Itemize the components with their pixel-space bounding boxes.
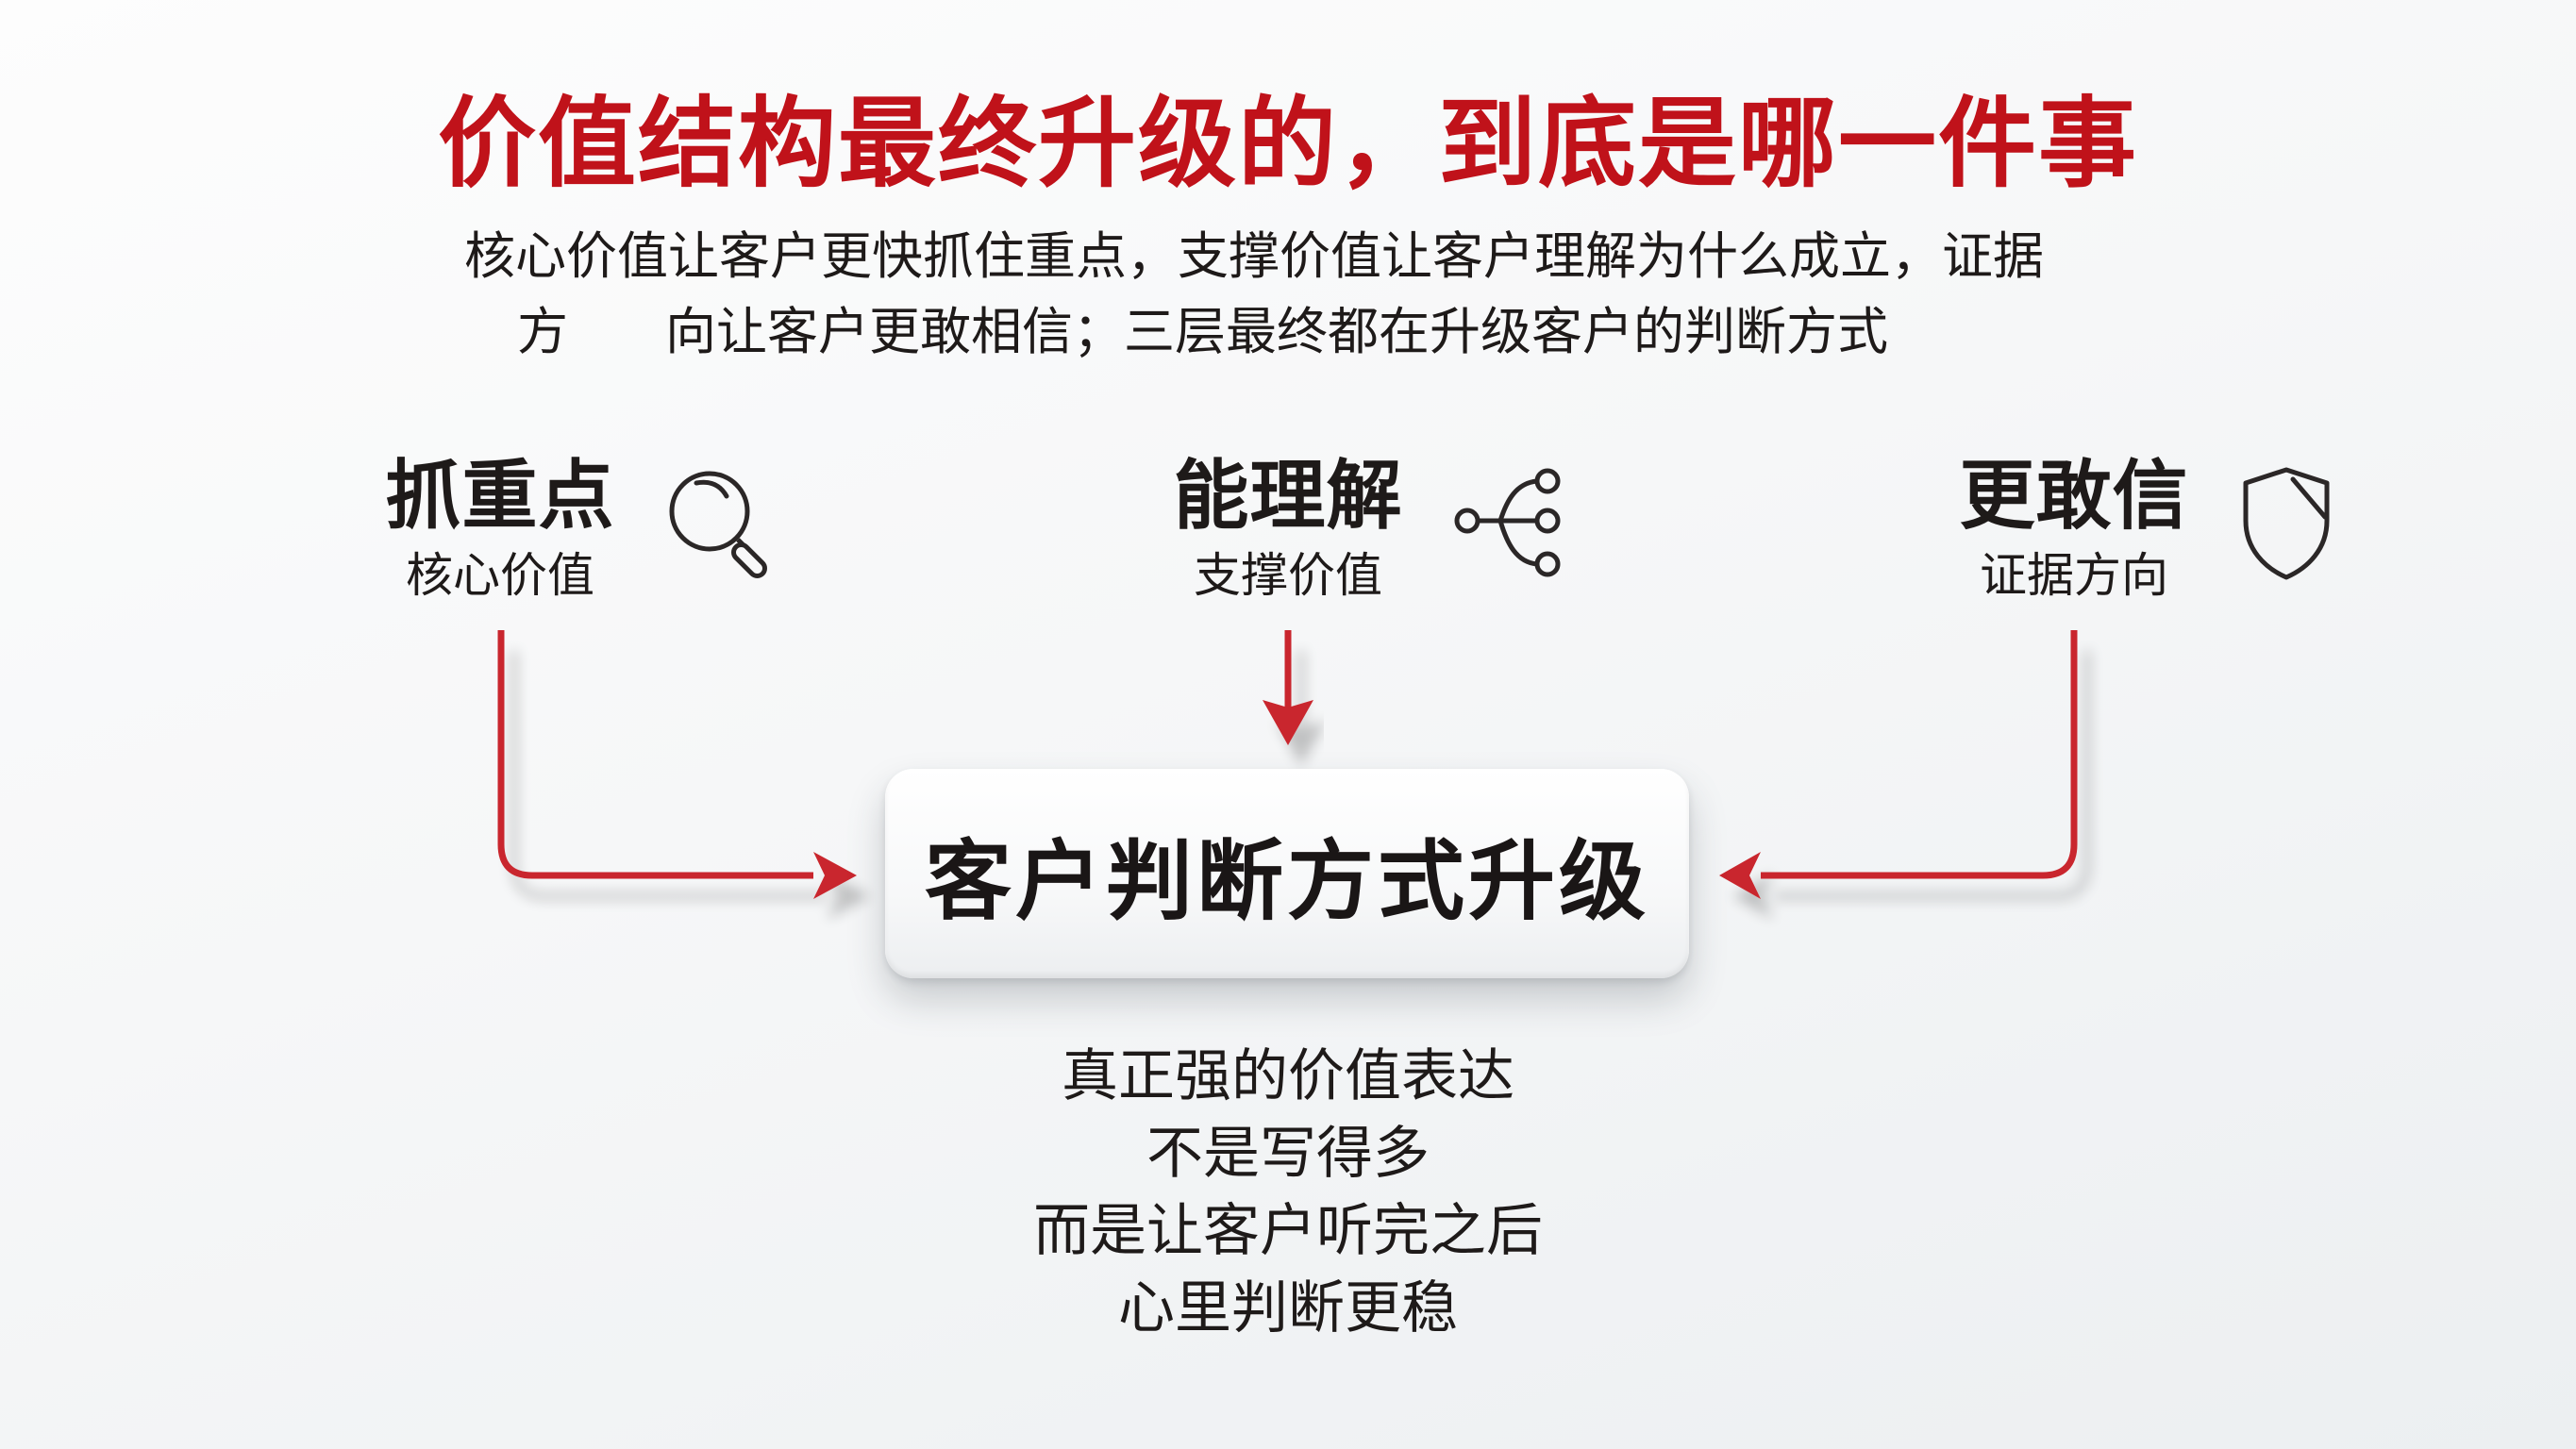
node-understand-subheading: 支撑价值 [1194, 548, 1382, 603]
node-trust: 更敢信 证据方向 [1942, 451, 2206, 606]
arrow-right-to-center [1719, 630, 2078, 899]
subtitle-line-2: 方 向让客户更敢相信；三层最终都在升级客户的判断方式 [517, 302, 1888, 361]
conclusion-line-2: 不是写得多 [1146, 1121, 1430, 1187]
conclusion-line-4: 心里判断更稳 [1118, 1275, 1458, 1341]
magnifier-icon [661, 462, 783, 585]
node-trust-subheading: 证据方向 [1980, 548, 2168, 603]
node-trust-heading: 更敢信 [1959, 452, 2189, 540]
node-understand: 能理解 支撑价值 [1156, 451, 1420, 606]
center-outcome-box: 客户判断方式升级 [885, 769, 1689, 978]
subtitle-line-1: 核心价值让客户更快抓住重点，支撑价值让客户理解为什么成立，证据 [464, 226, 2044, 286]
center-outcome-label: 客户判断方式升级 [924, 830, 1649, 932]
conclusion-text: 真正强的价值表达 不是写得多 而是让客户听完之后 心里判断更稳 [0, 1038, 2576, 1347]
node-understand-heading: 能理解 [1173, 452, 1403, 540]
arrow-top-to-center [1263, 630, 1313, 745]
conclusion-line-3: 而是让客户听完之后 [1033, 1198, 1543, 1264]
shield-icon [2234, 462, 2338, 585]
node-focus-subheading: 核心价值 [406, 548, 594, 603]
page-title: 价值结构最终升级的，到底是哪一件事 [437, 86, 2138, 201]
branch-network-icon [1448, 462, 1571, 585]
node-focus-heading: 抓重点 [385, 452, 615, 540]
conclusion-line-1: 真正强的价值表达 [1062, 1043, 1514, 1109]
arrow-left-to-center [497, 630, 857, 899]
node-focus: 抓重点 核心价值 [368, 451, 632, 606]
